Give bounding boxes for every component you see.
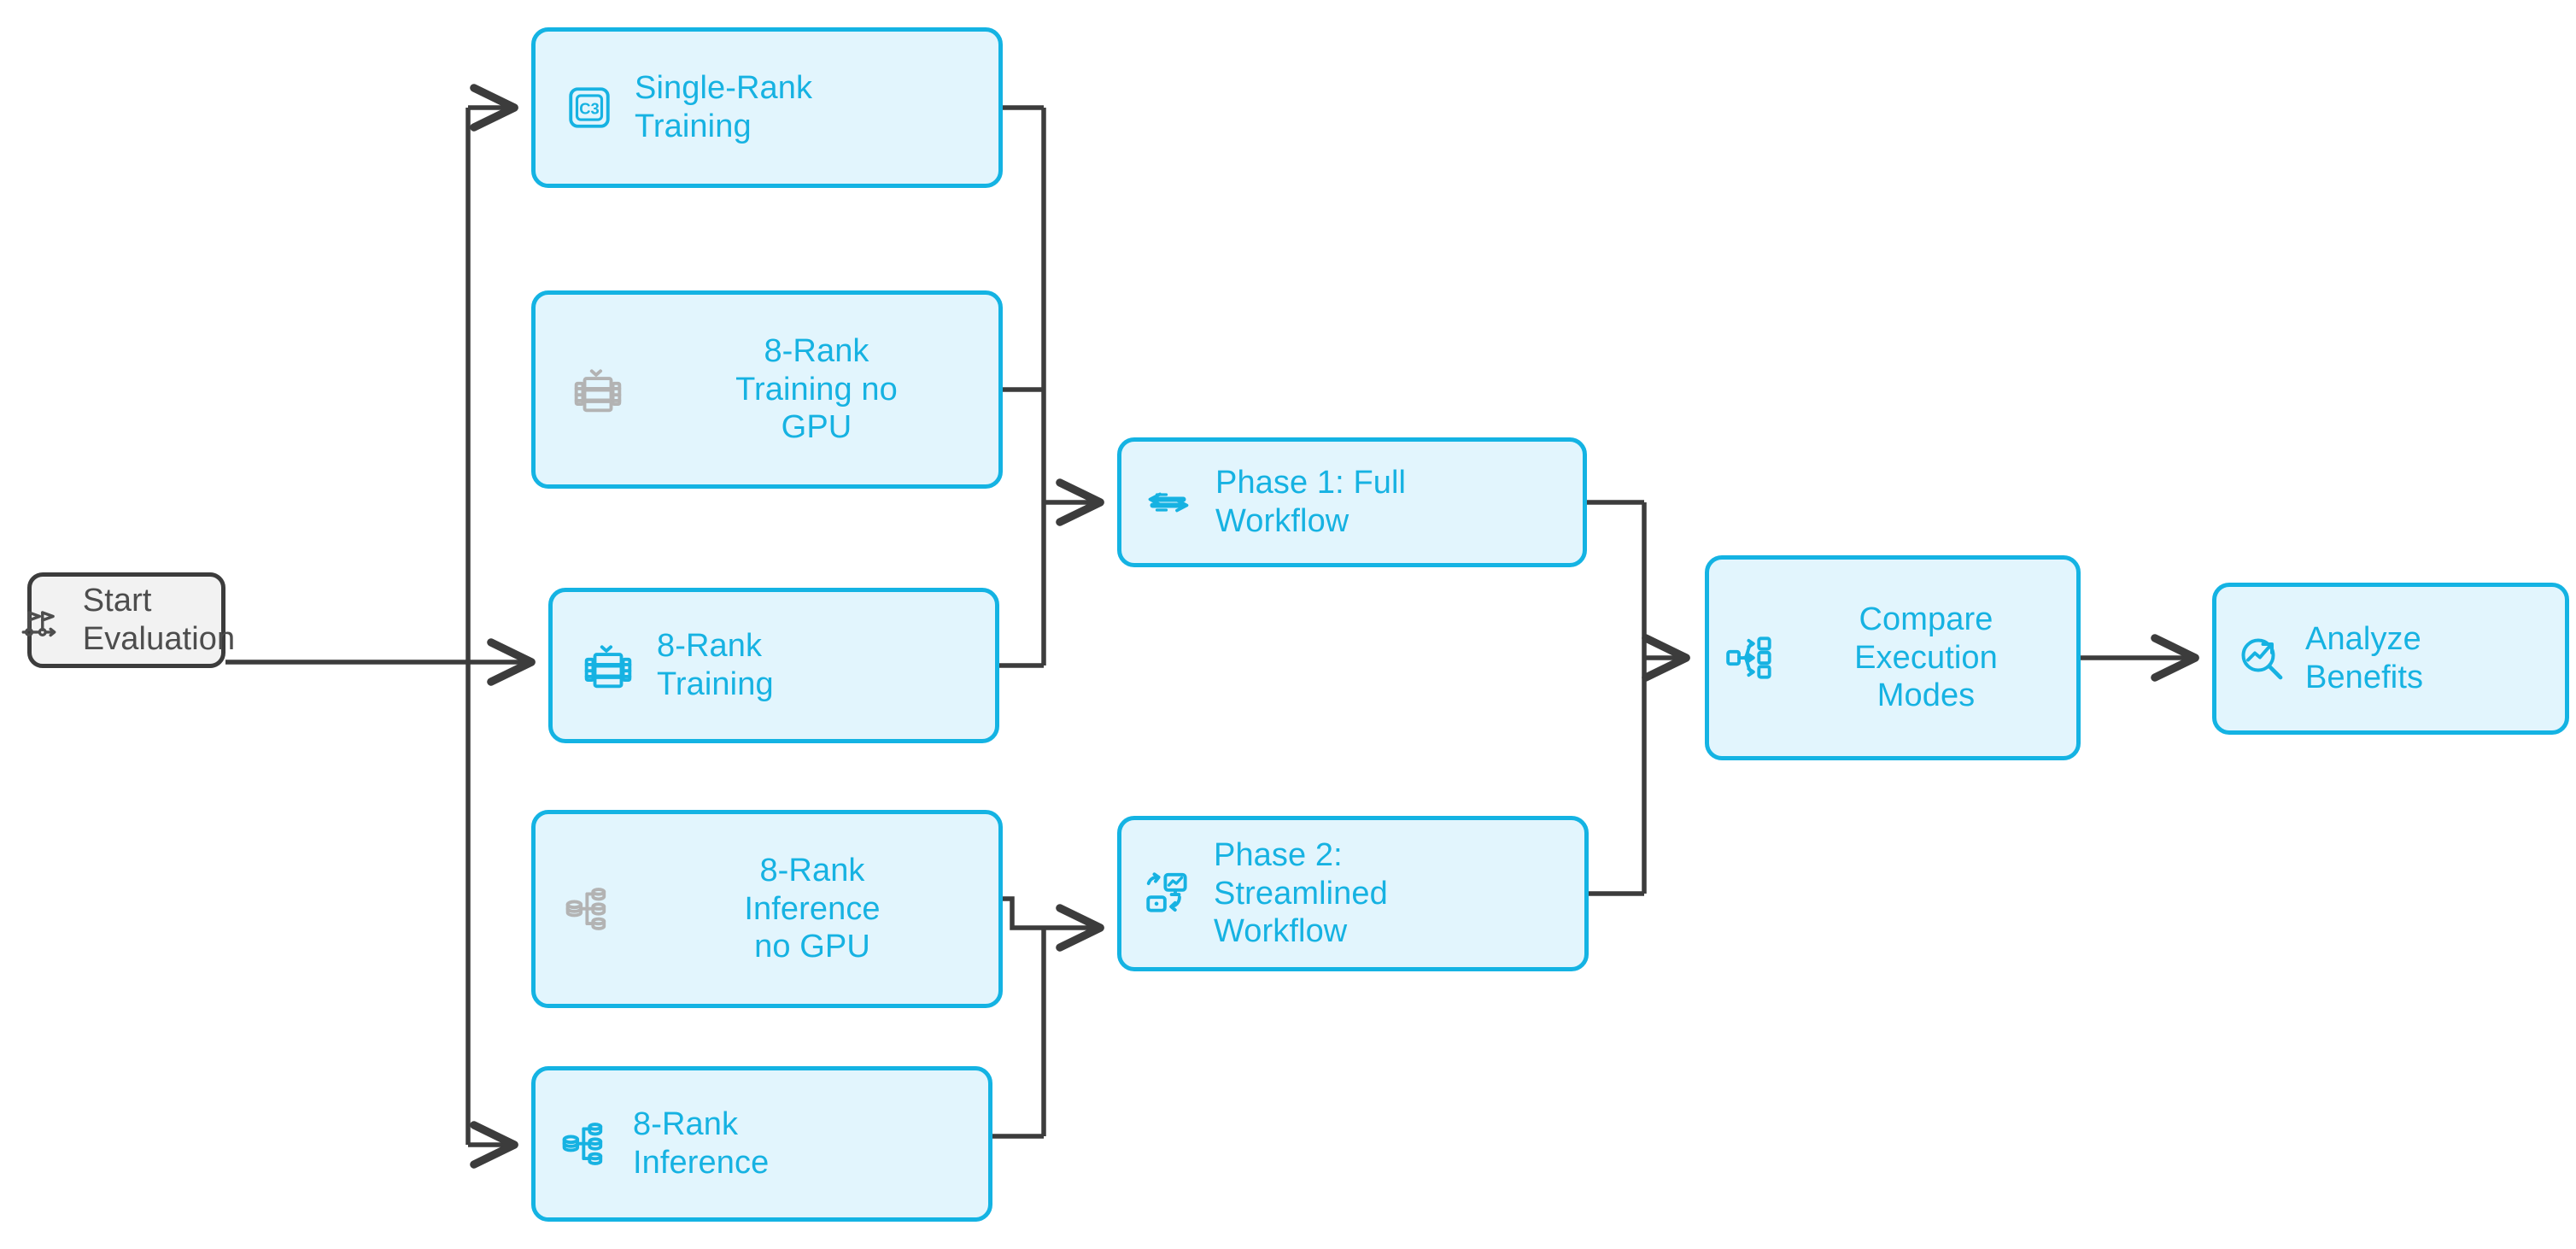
distributed-db-icon <box>565 883 618 935</box>
magnifier-trend-icon <box>2235 632 2288 685</box>
node-label: Phase 1: Full Workflow <box>1215 465 1407 539</box>
node-eight-rank-inference-no-gpu[interactable]: 8-Rank Inference no GPU <box>531 810 1003 1008</box>
node-label: Single-Rank Training <box>635 70 813 144</box>
node-label: Compare Execution Modes <box>1854 601 1998 714</box>
svg-text:C3: C3 <box>579 100 599 118</box>
server-stack-check-icon <box>571 363 624 416</box>
milestone-flags-icon <box>18 594 71 647</box>
node-label: Analyze Benefits <box>2305 621 2424 695</box>
branch-nodes-icon <box>1724 631 1777 684</box>
node-label: 8-Rank Training no GPU <box>735 332 898 446</box>
node-single-rank-training[interactable]: C3 Single-Rank Training <box>531 27 1003 188</box>
node-label: Start Evaluation <box>82 583 236 657</box>
node-start-evaluation[interactable]: Start Evaluation <box>21 572 235 668</box>
node-label: 8-Rank Inference no GPU <box>744 852 881 965</box>
pipeline-transform-icon <box>1142 867 1195 920</box>
node-eight-rank-training-no-gpu[interactable]: 8-Rank Training no GPU <box>531 290 1003 489</box>
node-phase-2-streamlined-workflow[interactable]: Phase 2: Streamlined Workflow <box>1117 816 1589 971</box>
c3-badge-icon: C3 <box>563 81 616 134</box>
node-compare-execution-modes[interactable]: Compare Execution Modes <box>1705 555 2081 760</box>
node-eight-rank-inference[interactable]: 8-Rank Inference <box>531 1066 992 1222</box>
node-analyze-benefits[interactable]: Analyze Benefits <box>2212 583 2569 735</box>
server-stack-check-icon <box>582 639 635 692</box>
exchange-arrows-icon <box>1142 476 1195 529</box>
distributed-db-icon <box>561 1117 614 1170</box>
edge-eight-rank-inference-no-gpu-out <box>1003 896 1044 930</box>
node-eight-rank-training[interactable]: 8-Rank Training <box>548 588 999 743</box>
node-label: Phase 2: Streamlined Workflow <box>1214 836 1388 950</box>
node-phase-1-full-workflow[interactable]: Phase 1: Full Workflow <box>1117 437 1587 567</box>
node-label: 8-Rank Inference <box>633 1106 770 1181</box>
node-label: 8-Rank Training <box>657 628 774 702</box>
